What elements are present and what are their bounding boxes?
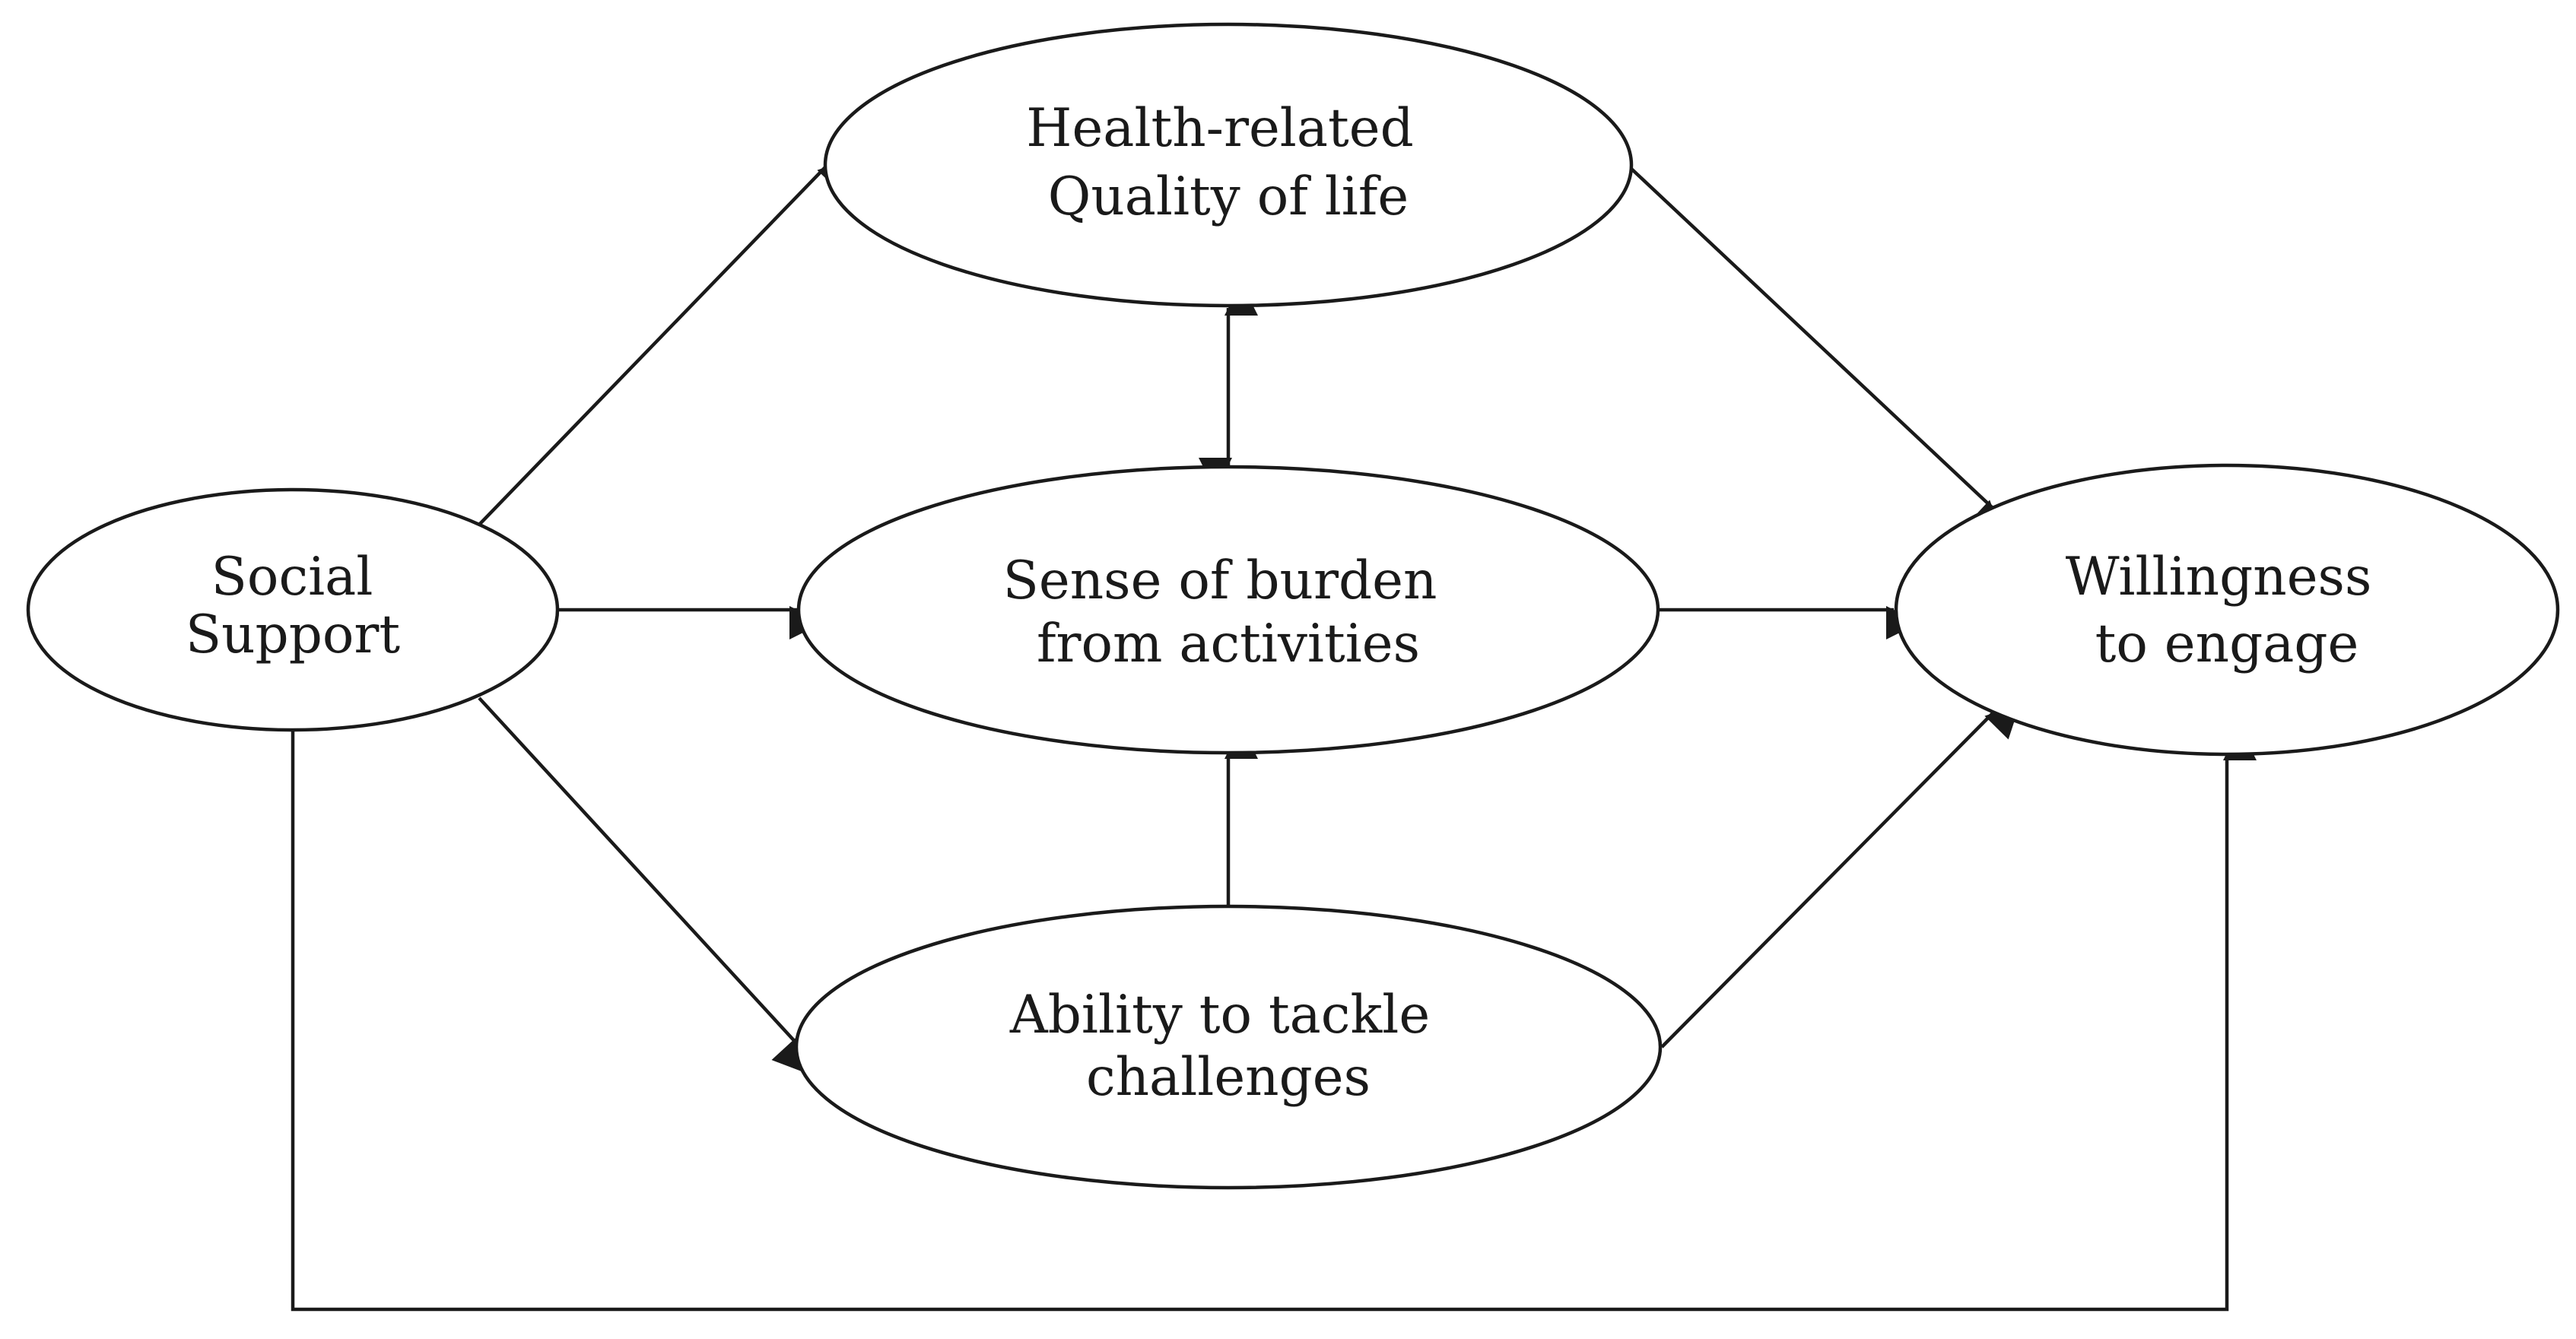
node-sense-of-burden-label: Sense of burden from activities (1003, 551, 1454, 674)
node-health-line1: Health-related (1026, 98, 1413, 159)
node-social-support: Social Support (26, 487, 560, 732)
node-ability-line2: challenges (1086, 1047, 1371, 1108)
edge-social-to-health (478, 157, 853, 526)
node-willingness-line2: to engage (2095, 614, 2359, 674)
node-social-support-ellipse (26, 487, 560, 732)
node-willingness-to-engage: Willingness to engage (1894, 463, 2560, 757)
edge-social-to-willingness (291, 726, 2257, 1312)
node-health-quality-of-life: Health-related Quality of life (823, 22, 1634, 308)
node-ability-to-tackle-ellipse (794, 904, 1663, 1190)
node-willingness-line1: Willingness (2066, 547, 2372, 608)
node-health-quality-of-life-ellipse (823, 22, 1634, 308)
node-willingness-to-engage-ellipse (1894, 463, 2560, 757)
node-social-support-label: Social Support (186, 547, 401, 665)
edge-social-to-ability (478, 696, 807, 1074)
node-ability-to-tackle-label: Ability to tackle challenges (1009, 985, 1447, 1108)
node-ability-to-tackle: Ability to tackle challenges (794, 904, 1663, 1190)
node-health-quality-of-life-label: Health-related Quality of life (1026, 98, 1430, 227)
node-sense-of-burden: Sense of burden from activities (796, 465, 1660, 755)
node-willingness-to-engage-label: Willingness to engage (2066, 547, 2389, 674)
edge-health-to-willingness (1630, 167, 2003, 535)
node-sense-of-burden-ellipse (796, 465, 1660, 755)
node-burden-line2: from activities (1037, 614, 1420, 674)
edge-ability-to-willingness (1660, 703, 2021, 1049)
node-social-support-line2: Support (186, 604, 401, 665)
node-social-support-line1: Social (211, 547, 373, 608)
node-ability-line1: Ability to tackle (1009, 985, 1430, 1045)
edges (291, 157, 2257, 1312)
node-burden-line1: Sense of burden (1003, 551, 1437, 611)
node-health-line2: Quality of life (1048, 167, 1409, 227)
